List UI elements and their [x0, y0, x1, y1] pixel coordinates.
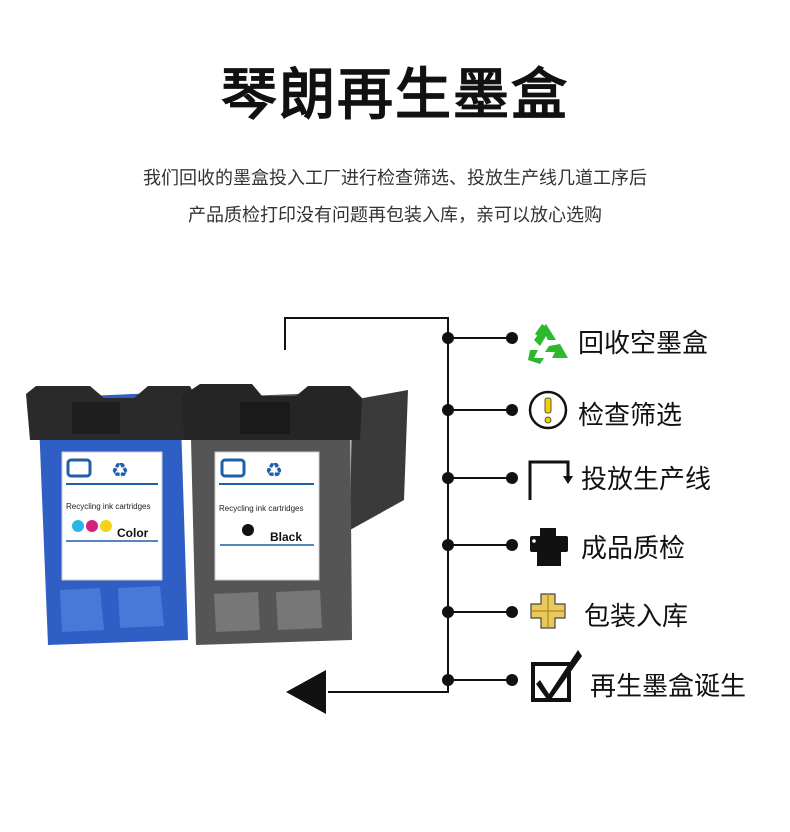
cartridge-color: ♻	[26, 386, 196, 645]
recycle-mark-icon: ♻	[265, 458, 283, 482]
recycle-mark-icon: ♻	[111, 458, 129, 482]
step-inspect-label: 检查筛选	[578, 401, 683, 431]
cartridge-color-brand: Color	[117, 526, 149, 540]
arrow-left-icon	[286, 670, 326, 714]
recycle-icon	[528, 324, 568, 364]
cartridge-black-label-text: Recycling ink cartridges	[219, 504, 304, 513]
description-line-1: 我们回收的墨盒投入工厂进行检查筛选、投放生产线几道工序后	[143, 168, 647, 189]
cartridge-black-brand: Black	[270, 530, 303, 544]
step-qc-label: 成品质检	[581, 534, 686, 564]
printer-icon	[530, 528, 568, 566]
description-line-2: 产品质检打印没有问题再包装入库，亲可以放心选购	[188, 205, 602, 226]
step-finished-label: 再生墨盒诞生	[590, 672, 747, 702]
cartridge-color-label-text: Recycling ink cartridges	[66, 502, 151, 511]
flow-connector	[284, 317, 518, 714]
step-recycle-label: 回收空墨盒	[578, 329, 709, 359]
exclamation-circle-icon	[528, 390, 568, 430]
page-title: 琴朗再生墨盒	[221, 63, 569, 128]
checkbox-check-icon	[531, 650, 582, 702]
package-icon	[530, 593, 566, 629]
step-production-label: 投放生产线	[581, 465, 712, 495]
production-line-icon	[528, 460, 573, 500]
step-package-label: 包装入库	[584, 602, 689, 632]
cartridge-black: ♻	[182, 384, 408, 645]
